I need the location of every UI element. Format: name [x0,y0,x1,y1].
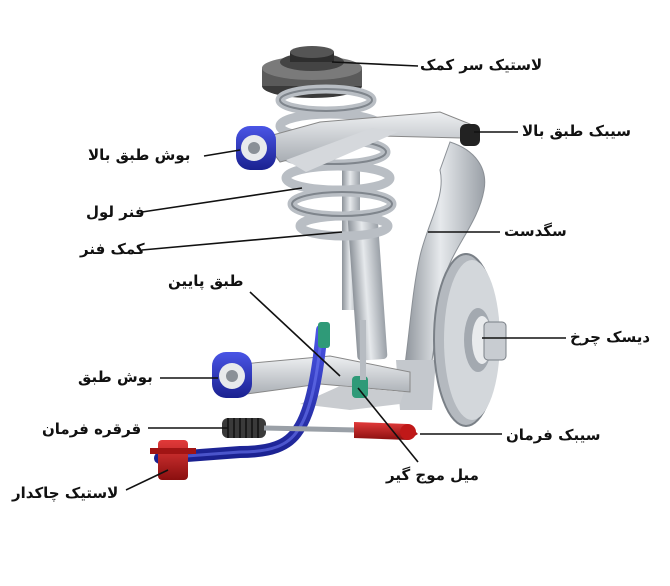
upper-arm [261,111,471,172]
upper-arm-bushing [236,126,276,170]
steering-rack [222,418,357,438]
label-knuckle: سگدست [504,222,567,240]
label-tie-rod-end: سیبک فرمان [506,426,601,444]
upper-ball-joint [460,124,480,146]
label-sway-bar-link: میل موج گیر [386,466,479,484]
tie-rod-end [354,422,418,440]
label-spring-damper: کمک فنر [80,240,145,258]
sway-bar-link [318,320,368,398]
label-steering-rack: قرقره فرمان [42,420,142,438]
label-lower-arm-bushing: بوش طبق [78,368,153,386]
stabilizer-bushing [150,440,196,480]
label-lower-arm: طبق پایین [168,272,244,290]
label-coil-spring: فنر لول [86,203,145,221]
lower-arm-bushing [212,352,252,398]
label-top-mount: لاستیک سر کمک [420,56,543,74]
label-upper-ball-joint: سیبک طبق بالا [522,122,632,140]
label-brake-disc: دیسک چرخ [570,328,651,346]
brake-disc [433,253,507,427]
label-upper-arm-bushing: بوش طبق بالا [88,146,191,164]
leader-lines [125,61,566,491]
label-stabilizer-bushing: لاستیک چاکدار [12,484,119,502]
